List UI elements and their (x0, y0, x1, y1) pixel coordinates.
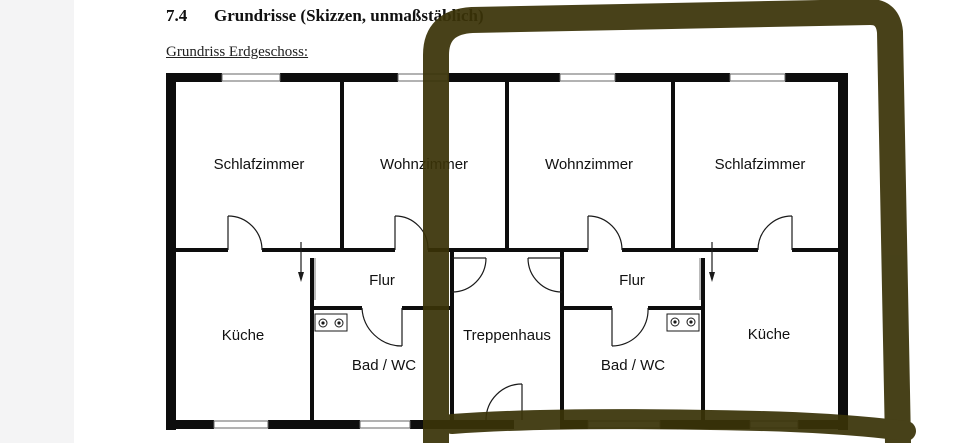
section-number: 7.4 (166, 6, 188, 25)
room-label-schlafzimmer-left: Schlafzimmer (214, 156, 305, 173)
room-label-wohnzimmer-right: Wohnzimmer (545, 156, 633, 173)
floor-plan-caption: Grundriss Erdgeschoss: (166, 44, 309, 60)
section-title: Grundrisse (Skizzen, unmaßstäblich) (214, 6, 484, 25)
washbasin-left-icon (314, 313, 348, 332)
arrow-left-icon (298, 272, 304, 282)
marker-stroke-path (423, 0, 911, 443)
washbasin-right-icon (666, 313, 700, 332)
arrow-right-icon (709, 272, 715, 282)
room-label-bad-right: Bad / WC (601, 357, 665, 374)
wall-thin-lines (314, 258, 701, 300)
interior-walls (170, 80, 845, 425)
marker-annotation (423, 0, 916, 443)
room-label-kueche-right: Küche (748, 326, 791, 343)
room-label-flur-left: Flur (369, 272, 395, 289)
room-label-treppenhaus: Treppenhaus (463, 327, 551, 344)
room-label-schlafzimmer-right: Schlafzimmer (715, 156, 806, 173)
room-label-bad-left: Bad / WC (352, 357, 416, 374)
room-label-kueche-left: Küche (222, 327, 265, 344)
section-heading: 7.4 Grundrisse (Skizzen, unmaßstäblich) (166, 6, 484, 26)
marker-stroke-bottom (442, 409, 916, 441)
room-label-flur-right: Flur (619, 272, 645, 289)
